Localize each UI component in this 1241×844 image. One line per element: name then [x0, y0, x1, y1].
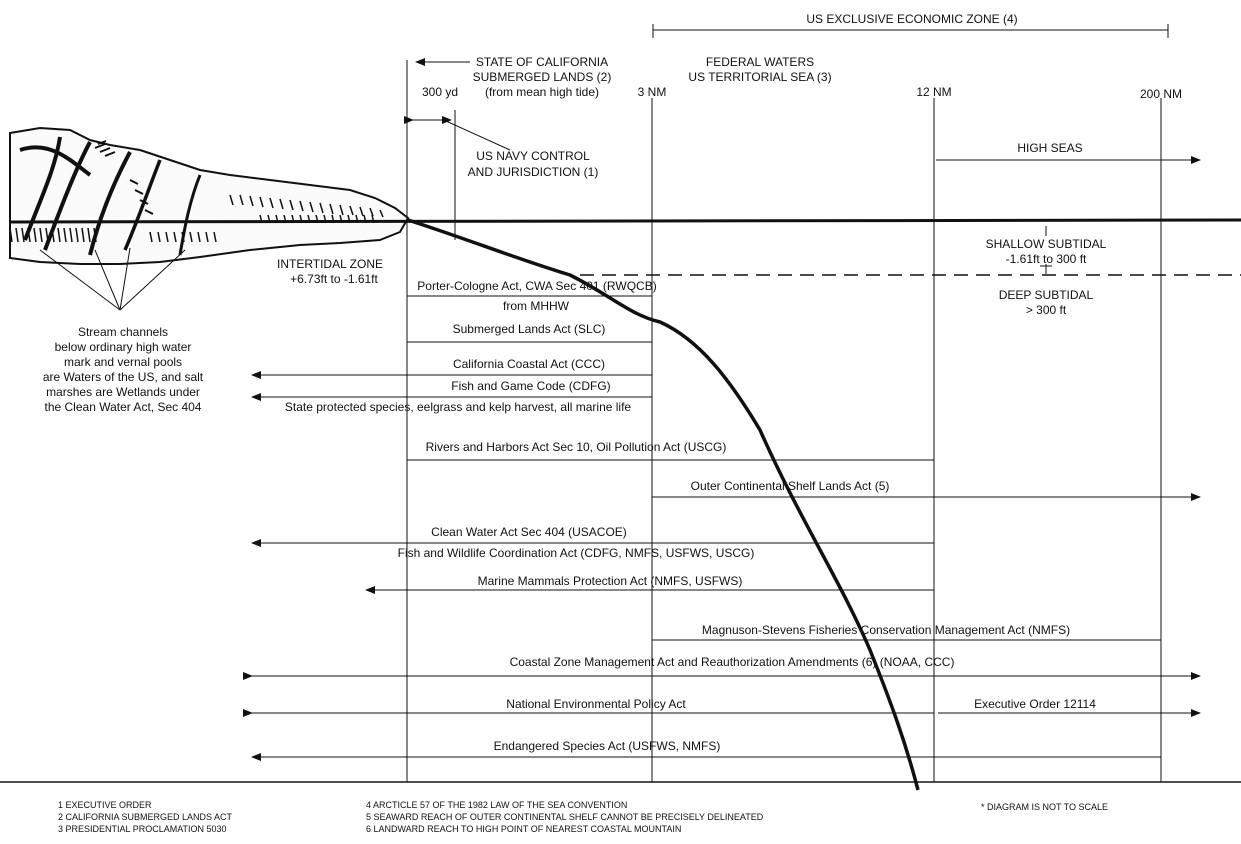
footnote-1: 1 EXECUTIVE ORDER [58, 800, 152, 810]
sea-floor-profile [407, 218, 920, 791]
slc-label: Submerged Lands Act (SLC) [453, 322, 606, 336]
eez-bracket [652, 24, 1169, 38]
navy-label-line2: AND JURISDICTION (1) [468, 165, 599, 179]
nepa-label: National Environmental Policy Act [506, 697, 686, 711]
stream-pointer-lines [39, 247, 186, 311]
mmpa-label: Marine Mammals Protection Act (NMFS, USF… [478, 574, 743, 588]
footnote-3: 3 PRESIDENTIAL PROCLAMATION 5030 [58, 824, 227, 834]
ocsla-label: Outer Continental Shelf Lands Act (5) [691, 479, 890, 493]
stream-note-line5: marshes are Wetlands under [46, 385, 200, 399]
deep-label-line1: DEEP SUBTIDAL [999, 288, 1094, 302]
intertidal-label-line1: INTERTIDAL ZONE [277, 257, 383, 271]
deep-label-line2: > 300 ft [1026, 303, 1067, 317]
navy-leader-line [445, 120, 511, 151]
sea-surface-line [9, 218, 1241, 224]
high-seas-label: HIGH SEAS [1017, 141, 1082, 155]
footnote-5: 5 SEAWARD REACH OF OUTER CONTINENTAL SHE… [366, 812, 764, 822]
navy-label-line1: US NAVY CONTROL [476, 149, 590, 163]
footnote-6: 6 LANDWARD REACH TO HIGH POINT OF NEARES… [366, 824, 681, 834]
not-to-scale-note: * DIAGRAM IS NOT TO SCALE [981, 802, 1108, 812]
footnote-2: 2 CALIFORNIA SUBMERGED LANDS ACT [58, 812, 233, 822]
fwca-label: Fish and Wildlife Coordination Act (CDFG… [398, 546, 755, 560]
porter-cologne-sublabel: from MHHW [503, 299, 570, 313]
stream-note-line2: below ordinary high water [55, 340, 192, 354]
distance-12nm: 12 NM [916, 85, 951, 99]
state-label-line3: (from mean high tide) [485, 85, 599, 99]
distance-200nm: 200 NM [1140, 87, 1182, 101]
esa-label: Endangered Species Act (USFWS, NMFS) [494, 739, 721, 753]
shallow-label-line1: SHALLOW SUBTIDAL [986, 237, 1107, 251]
stream-note-line6: the Clean Water Act, Sec 404 [45, 400, 202, 414]
federal-label-line2: US TERRITORIAL SEA (3) [688, 70, 831, 84]
msa-label: Magnuson-Stevens Fisheries Conservation … [702, 623, 1070, 637]
state-label-line1: STATE OF CALIFORNIA [476, 55, 608, 69]
stream-note-line3: mark and vernal pools [64, 355, 182, 369]
rivers-harbors-label: Rivers and Harbors Act Sec 10, Oil Pollu… [426, 440, 727, 454]
stream-note-line4: are Waters of the US, and salt [43, 370, 204, 384]
state-species-label: State protected species, eelgrass and ke… [285, 400, 632, 414]
eez-label: US EXCLUSIVE ECONOMIC ZONE (4) [806, 12, 1017, 26]
shallow-label-line2: -1.61ft to 300 ft [1006, 252, 1087, 266]
federal-label-line1: FEDERAL WATERS [706, 55, 814, 69]
distance-3nm: 3 NM [638, 85, 667, 99]
ccc-label: California Coastal Act (CCC) [453, 357, 605, 371]
footnote-4: 4 ARCTICLE 57 OF THE 1982 LAW OF THE SEA… [366, 800, 627, 810]
state-label-line2: SUBMERGED LANDS (2) [473, 70, 612, 84]
cwa404-label: Clean Water Act Sec 404 (USACOE) [431, 525, 627, 539]
stream-note-line1: Stream channels [78, 325, 168, 339]
intertidal-label-line2: +6.73ft to -1.61ft [290, 272, 378, 286]
distance-300yd: 300 yd [422, 85, 458, 99]
fish-game-label: Fish and Game Code (CDFG) [451, 379, 610, 393]
eo-label: Executive Order 12114 [974, 697, 1096, 711]
coastal-hill-illustration [9, 126, 410, 265]
porter-cologne-label: Porter-Cologne Act, CWA Sec 401 (RWQCB) [417, 279, 656, 293]
czma-label: Coastal Zone Management Act and Reauthor… [510, 655, 955, 669]
